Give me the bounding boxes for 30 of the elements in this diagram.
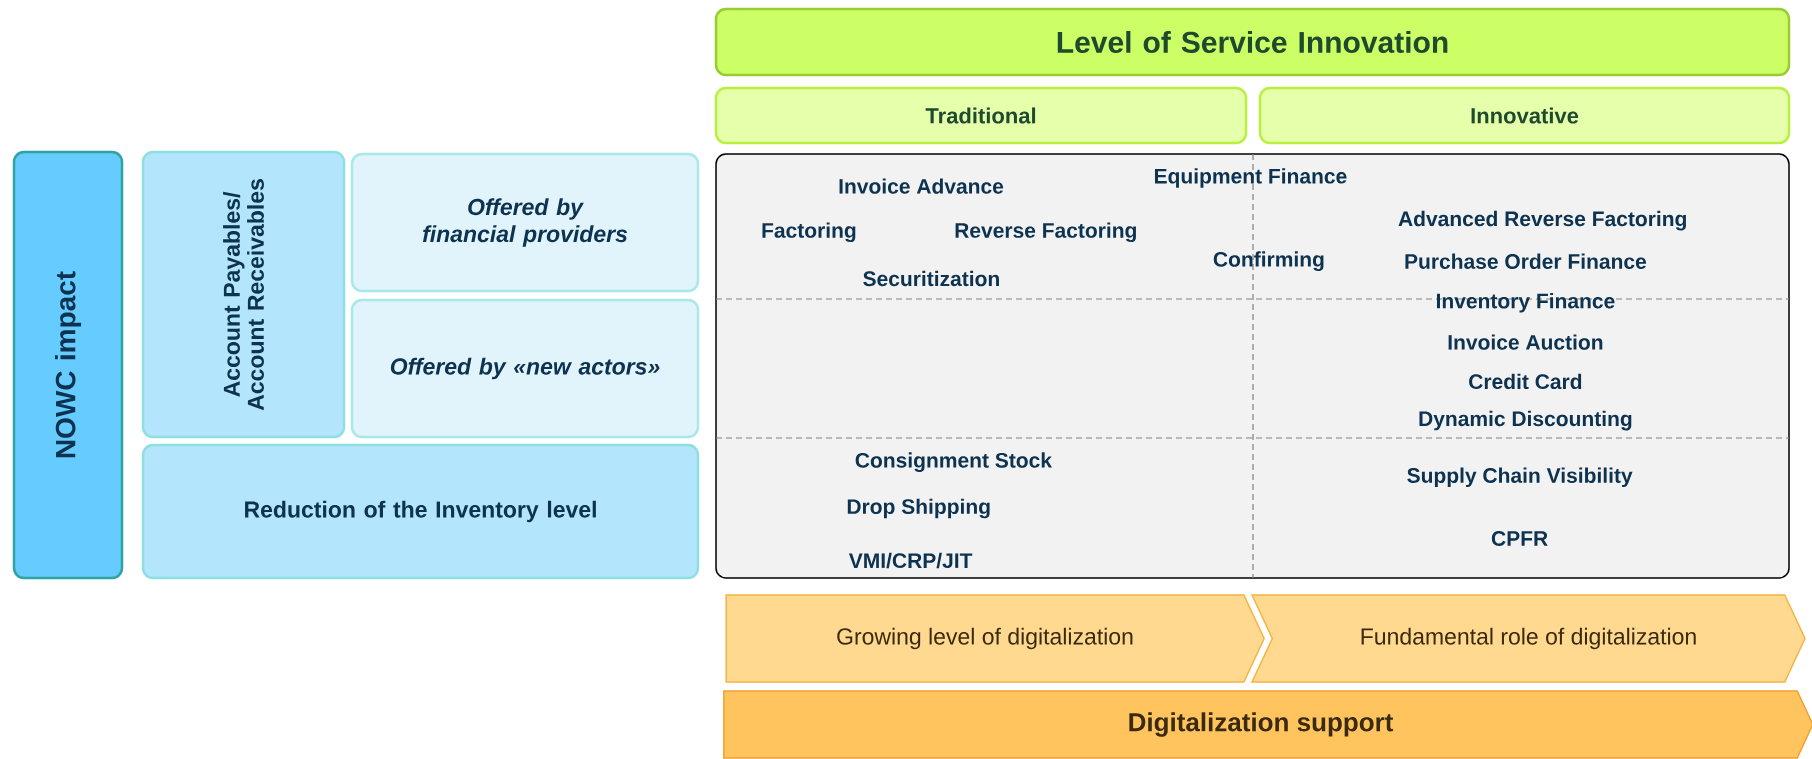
item-text: Supply Chain Visibility [1407, 467, 1633, 488]
item-text: CPFR [1491, 531, 1548, 546]
matrix-box [715, 153, 1790, 579]
item-text: Advanced Reverse Factoring [1398, 210, 1686, 231]
item-text: Drop Shipping [847, 498, 990, 519]
item-text: Equipment Finance [1155, 168, 1347, 188]
item-text: Reverse Factoring [955, 222, 1136, 243]
item-text: Credit Card [1469, 373, 1582, 390]
pentagon-banner: Digitalization support [723, 690, 1812, 759]
item-text: Securitization [863, 270, 999, 287]
node-label: Fundamental role of digitalization [1361, 627, 1696, 650]
item-text: Factoring [762, 222, 856, 243]
chevron-banner: Growing level of digitalization [725, 594, 1265, 683]
row-header: Offered by «new actors» [350, 298, 700, 439]
column-header: Innovative [1258, 86, 1791, 145]
item-text: Invoice Advance [839, 178, 1004, 194]
item-text: VMI/CRP/JIT [848, 552, 973, 569]
item-text: Invoice Auction [1448, 334, 1603, 350]
item-text: Inventory Finance [1436, 293, 1615, 313]
item-text: Purchase Order Finance [1405, 253, 1647, 269]
item-text: Consignment Stock [855, 452, 1052, 472]
row-header: Account Payables/ Account Receivables [141, 150, 346, 439]
item-text: Dynamic Discounting [1419, 410, 1632, 431]
item-text: Confirming [1213, 251, 1324, 271]
row-header: NOWC impact [12, 150, 124, 580]
row-header: Offered by financial providers [350, 152, 700, 293]
column-header: Traditional [714, 86, 1248, 145]
row-header: Reduction of the Inventory level [141, 443, 700, 580]
title-banner: Level of Service Innovation [714, 7, 1791, 77]
chevron-banner: Fundamental role of digitalization [1250, 594, 1806, 683]
